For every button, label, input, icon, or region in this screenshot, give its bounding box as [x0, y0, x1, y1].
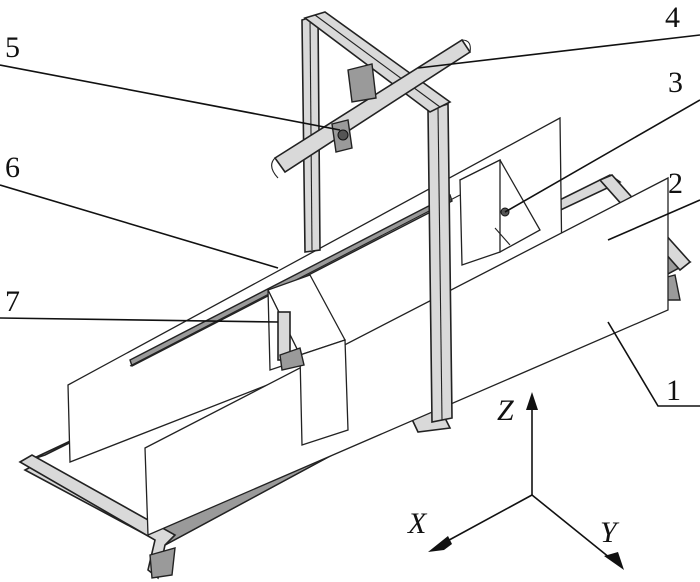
leader-lines [0, 34, 700, 407]
arrow-left-down-icon [428, 536, 452, 552]
callout-1: 1 [666, 374, 681, 407]
callout-3: 3 [668, 66, 683, 99]
axis-z-label: Z [497, 394, 514, 427]
axis-x-label: X [407, 507, 428, 540]
callout-6: 6 [5, 151, 20, 184]
movable-box [267, 274, 349, 446]
axes: Z X Y [407, 392, 624, 570]
axis-y-label: Y [600, 516, 620, 549]
front-panel [144, 176, 669, 536]
callout-4: 4 [665, 1, 680, 34]
callout-2: 2 [668, 167, 683, 200]
callout-5: 5 [5, 31, 20, 64]
callout-7: 7 [5, 285, 20, 318]
rear-gauge-box [459, 158, 541, 266]
arrow-up-icon [526, 392, 538, 410]
gantry-frame [271, 11, 472, 423]
arrow-right-down-icon [604, 552, 624, 570]
